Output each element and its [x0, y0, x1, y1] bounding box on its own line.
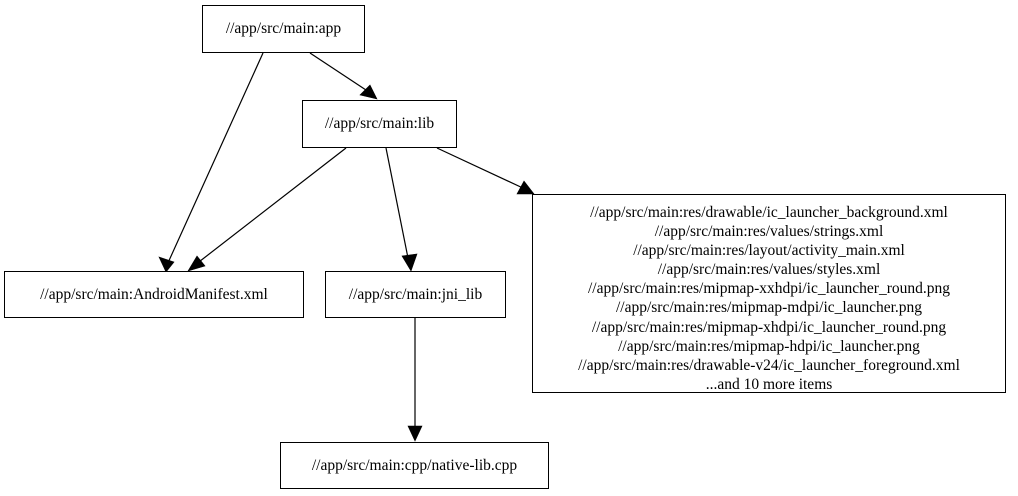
graph-node-app[interactable]: //app/src/main:app — [202, 5, 365, 53]
graph-node-res-bundle[interactable]: //app/src/main:res/drawable/ic_launcher_… — [532, 194, 1006, 393]
graph-node-res-bundle-label: //app/src/main:res/drawable/ic_launcher_… — [578, 204, 960, 393]
graph-node-jni-lib-label: //app/src/main:jni_lib — [348, 285, 483, 303]
graph-node-native-lib-label: //app/src/main:cpp/native-lib.cpp — [311, 456, 518, 474]
graph-node-jni-lib[interactable]: //app/src/main:jni_lib — [325, 271, 506, 318]
graph-node-native-lib[interactable]: //app/src/main:cpp/native-lib.cpp — [280, 442, 549, 489]
graph-node-lib[interactable]: //app/src/main:lib — [302, 100, 457, 148]
edge-lib-to-res-bundle — [436, 147, 535, 195]
edge-lib-to-jni-lib — [385, 147, 418, 272]
graph-node-android-manifest-label: //app/src/main:AndroidManifest.xml — [40, 285, 268, 303]
edge-app-to-lib — [309, 52, 378, 100]
edge-app-to-manifest — [158, 52, 264, 273]
edge-lib-to-manifest — [187, 147, 347, 272]
graph-node-app-label: //app/src/main:app — [225, 20, 342, 38]
edge-jni-lib-to-native-lib — [407, 318, 423, 442]
graph-node-android-manifest[interactable]: //app/src/main:AndroidManifest.xml — [4, 271, 304, 318]
graph-node-lib-label: //app/src/main:lib — [324, 115, 435, 133]
